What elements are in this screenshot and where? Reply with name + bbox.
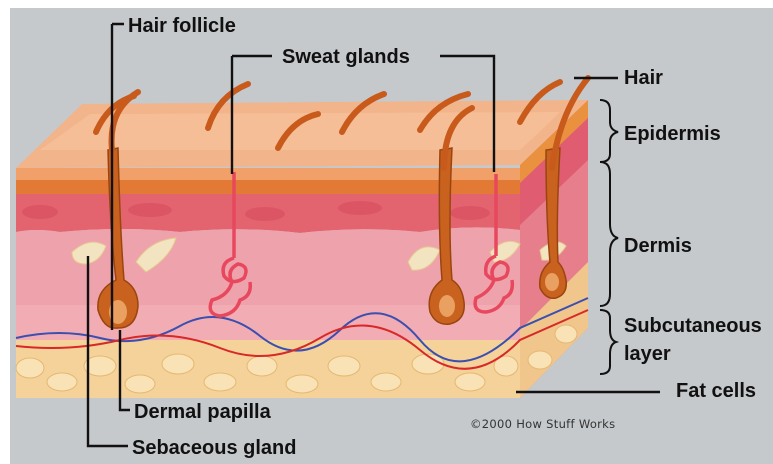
- subcutaneous-layer-label: layer: [624, 343, 671, 365]
- sebaceous-gland-label: Sebaceous gland: [132, 437, 297, 459]
- dermal-papilla-label: Dermal papilla: [134, 401, 272, 423]
- dermis-label: Dermis: [624, 235, 692, 257]
- hair-label: Hair: [624, 67, 663, 89]
- subcutaneous-label: Subcutaneous: [624, 315, 762, 337]
- fat-cells-label: Fat cells: [676, 380, 756, 402]
- sweat-glands-label: Sweat glands: [282, 46, 410, 68]
- skin-block: [16, 78, 588, 398]
- hair-follicle-label: Hair follicle: [128, 15, 236, 37]
- copyright-credit: ©2000 How Stuff Works: [470, 417, 615, 431]
- epidermis-label: Epidermis: [624, 123, 721, 145]
